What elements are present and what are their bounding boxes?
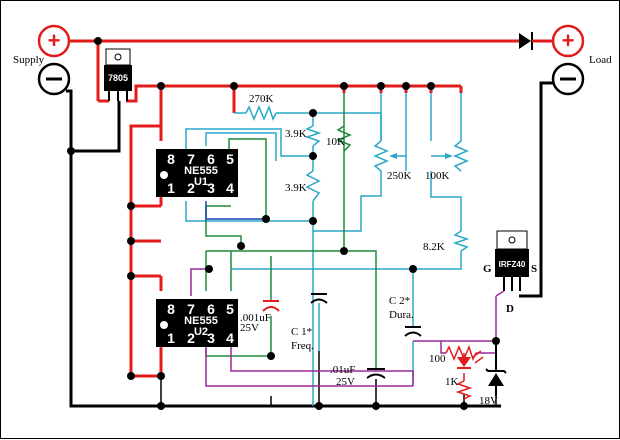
u1-ne555: 8 7 6 5 NE555 U1 1 2 3 4 [156, 149, 238, 197]
u2-ref: U2 [194, 326, 208, 338]
resistor-8-2k: 8.2K [423, 230, 470, 253]
potentiometer-250k: 250K [373, 140, 412, 182]
regulator-7805: 7805 [104, 48, 132, 101]
u2-pin1: 1 [167, 330, 175, 346]
c2-label: C 2* [389, 295, 410, 307]
c-01-val: .01uF [330, 364, 355, 376]
supply-minus-terminal [37, 62, 71, 96]
gate-label: G [483, 263, 492, 275]
u2-pin5: 5 [226, 301, 234, 317]
u1-pin2: 2 [187, 180, 195, 196]
resistor-270k: 270K [245, 93, 277, 121]
u1-pin6: 6 [207, 151, 215, 167]
r-1k-label: 1K [445, 376, 459, 388]
r-100-label: 100 [429, 353, 446, 365]
resistor-1k: 1K [445, 373, 473, 400]
u1-pin3: 3 [207, 180, 215, 196]
u2-pin2: 2 [187, 330, 195, 346]
zener-diode: 18V [479, 341, 507, 407]
c1-label: C 1* [291, 326, 312, 338]
regulator-label: 7805 [108, 73, 128, 83]
c-001-volt: 25V [240, 322, 259, 334]
u2-pin3: 3 [207, 330, 215, 346]
u1-pin5: 5 [226, 151, 234, 167]
u2-pin4: 4 [226, 330, 234, 346]
resistor-100: 100 [429, 344, 477, 365]
load-label: Load [589, 54, 612, 66]
u1-pin1: 1 [167, 180, 175, 196]
c1-desc: Freq. [291, 340, 314, 352]
zener-label: 18V [479, 395, 498, 407]
r-250k-label: 250K [387, 170, 412, 182]
supply-plus-terminal: + [37, 24, 71, 58]
supply-label: Supply [13, 54, 45, 66]
r-270k-label: 270K [249, 93, 274, 105]
u1-ref: U1 [194, 176, 208, 188]
c-01-volt: 25V [336, 376, 355, 388]
capacitor-001uf: .001uF 25V [240, 300, 280, 334]
c-001-val: .001uF [240, 312, 271, 324]
cyan-wires [185, 93, 462, 406]
r-3-9k-b-label: 3.9K [285, 182, 307, 194]
r-8-2k-label: 8.2K [423, 241, 445, 253]
potentiometer-100k: 100K [425, 140, 469, 182]
mosfet-label: IRFZ40 [499, 260, 526, 269]
source-label: S [531, 263, 537, 275]
c2-desc: Dura. [389, 309, 414, 321]
u1-pin4: 4 [226, 180, 234, 196]
drain-label: D [506, 303, 514, 315]
led [457, 350, 484, 369]
r-100k-label: 100K [425, 170, 450, 182]
resistor-3-9k-b: 3.9K [285, 170, 321, 202]
u2-pin8: 8 [167, 301, 175, 317]
resistor-3-9k-a: 3.9K [285, 125, 322, 147]
u1-name: NE555 [184, 165, 218, 177]
load-plus-terminal: + [551, 24, 585, 58]
mosfet-irfz40: IRFZ40 G S D [483, 230, 537, 315]
resistor-10k: 10K [326, 125, 352, 152]
r-10k-label: 10K [326, 136, 345, 148]
load-minus-terminal [551, 62, 585, 96]
u2-pin6: 6 [207, 301, 215, 317]
black-wires [66, 81, 556, 408]
u2-pin7: 7 [187, 301, 195, 317]
red-wires [69, 39, 526, 378]
capacitor-c2: C 2* Dura. [389, 295, 422, 337]
u1-pin8: 8 [167, 151, 175, 167]
r-3-9k-a-label: 3.9K [285, 128, 307, 140]
u2-name: NE555 [184, 315, 218, 327]
u2-ne555: 8 7 6 5 NE555 U2 1 2 3 4 [156, 299, 238, 347]
svg-text:+: + [562, 28, 575, 53]
capacitor-01uf: .01uF 25V [330, 364, 386, 388]
blue-wires [205, 201, 266, 220]
capacitor-c1: C 1* Freq. [291, 293, 328, 352]
u1-pin7: 7 [187, 151, 195, 167]
svg-text:+: + [48, 28, 61, 53]
diode-symbol [519, 32, 553, 50]
